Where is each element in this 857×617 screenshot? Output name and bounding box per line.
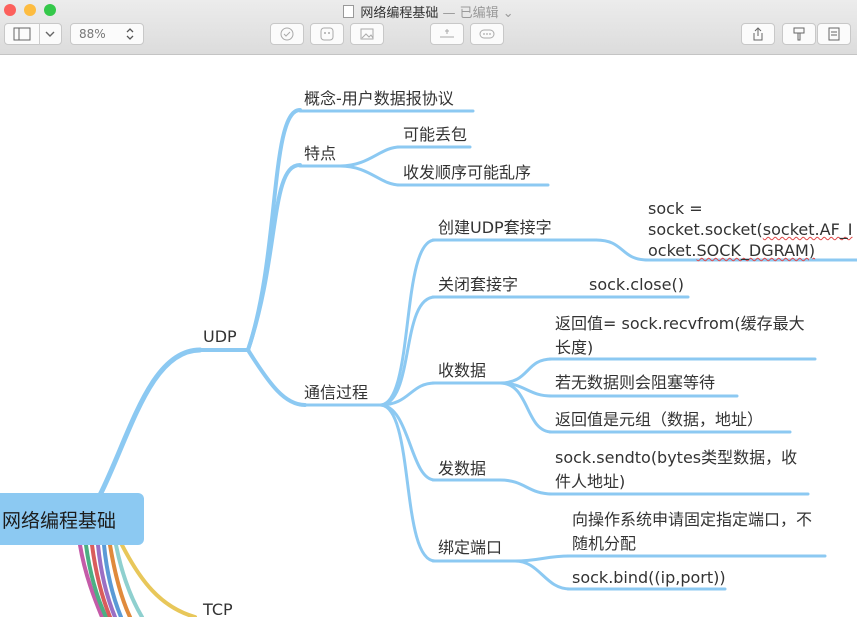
topic-bind-port[interactable]: 绑定端口 bbox=[438, 538, 503, 557]
topic-recv-item[interactable]: 若无数据则会阻塞等待 bbox=[555, 373, 716, 392]
notes-icon bbox=[828, 27, 840, 41]
zoom-value: 88% bbox=[79, 27, 106, 41]
format-icon bbox=[793, 27, 805, 41]
window-title: 网络编程基础 — 已编辑 ⌄ bbox=[0, 2, 857, 21]
mindmap-canvas[interactable]: 网络编程基础 UDP TCP 概念-用户数据报协议 特点 可能丢包 收发顺序可能… bbox=[0, 55, 857, 617]
chevron-down-icon[interactable]: ⌄ bbox=[502, 6, 514, 21]
share-icon bbox=[753, 27, 763, 41]
insert-topic-icon bbox=[440, 29, 454, 38]
topic-recv-item[interactable]: 返回值是元组（数据，地址） bbox=[555, 410, 764, 429]
code-line: ocket.SOCK_DGRAM) bbox=[648, 241, 816, 260]
edited-status: — 已编辑 bbox=[442, 6, 499, 21]
zoom-window-button[interactable] bbox=[44, 4, 56, 16]
stepper-icon bbox=[126, 28, 134, 40]
topic-bind-item[interactable]: 向操作系统申请固定指定端口，不随机分配 bbox=[572, 510, 813, 553]
check-icon bbox=[280, 27, 294, 41]
topic-feature-item[interactable]: 收发顺序可能乱序 bbox=[403, 163, 532, 182]
zoom-select[interactable]: 88% bbox=[70, 23, 144, 45]
document-icon bbox=[343, 5, 355, 18]
topic-send-data[interactable]: 发数据 bbox=[438, 459, 487, 478]
insert-topic-button[interactable] bbox=[430, 23, 464, 45]
topic-receive-data[interactable]: 收数据 bbox=[438, 361, 487, 380]
code-line: sock = bbox=[648, 199, 703, 218]
sidebar-icon bbox=[13, 27, 30, 41]
topic-feature-item[interactable]: 可能丢包 bbox=[403, 125, 468, 144]
topic-communication-flow[interactable]: 通信过程 bbox=[304, 383, 369, 402]
close-window-button[interactable] bbox=[4, 4, 16, 16]
notes-button[interactable] bbox=[817, 23, 851, 45]
mindmap-connectors bbox=[78, 108, 857, 617]
topic-recv-item[interactable]: 返回值= sock.recvfrom(缓存最大长度) bbox=[555, 314, 805, 357]
topic-bind-code[interactable]: sock.bind((ip,port)) bbox=[572, 568, 726, 587]
window-titlebar: 网络编程基础 — 已编辑 ⌄ 88% bbox=[0, 0, 857, 55]
image-icon bbox=[360, 28, 374, 40]
minimize-window-button[interactable] bbox=[24, 4, 36, 16]
topic-udp[interactable]: UDP bbox=[203, 327, 237, 346]
topic-send-item[interactable]: sock.sendto(bytes类型数据，收件人地址) bbox=[555, 448, 798, 491]
topic-features[interactable]: 特点 bbox=[304, 144, 337, 163]
share-button[interactable] bbox=[741, 23, 775, 45]
chevron-down-icon bbox=[45, 31, 54, 37]
more-button[interactable] bbox=[470, 23, 504, 45]
topic-tcp[interactable]: TCP bbox=[203, 600, 233, 617]
sticker-button[interactable] bbox=[310, 23, 344, 45]
topic-concept[interactable]: 概念-用户数据报协议 bbox=[304, 89, 454, 108]
task-button[interactable] bbox=[270, 23, 304, 45]
topic-create-code[interactable]: sock = socket.socket(socket.AF_I ocket.S… bbox=[648, 198, 852, 261]
image-button[interactable] bbox=[350, 23, 384, 45]
sidebar-toggle-button[interactable] bbox=[4, 23, 62, 45]
topic-close-socket[interactable]: 关闭套接字 bbox=[438, 275, 519, 294]
code-line: socket.socket(socket.AF_I bbox=[648, 220, 853, 239]
sticker-icon bbox=[320, 27, 334, 41]
format-button[interactable] bbox=[782, 23, 816, 45]
topic-close-code[interactable]: sock.close() bbox=[589, 275, 684, 294]
topic-create-socket[interactable]: 创建UDP套接字 bbox=[438, 218, 552, 237]
root-topic[interactable]: 网络编程基础 bbox=[0, 493, 144, 545]
document-name[interactable]: 网络编程基础 bbox=[360, 6, 439, 21]
more-icon bbox=[479, 29, 495, 39]
